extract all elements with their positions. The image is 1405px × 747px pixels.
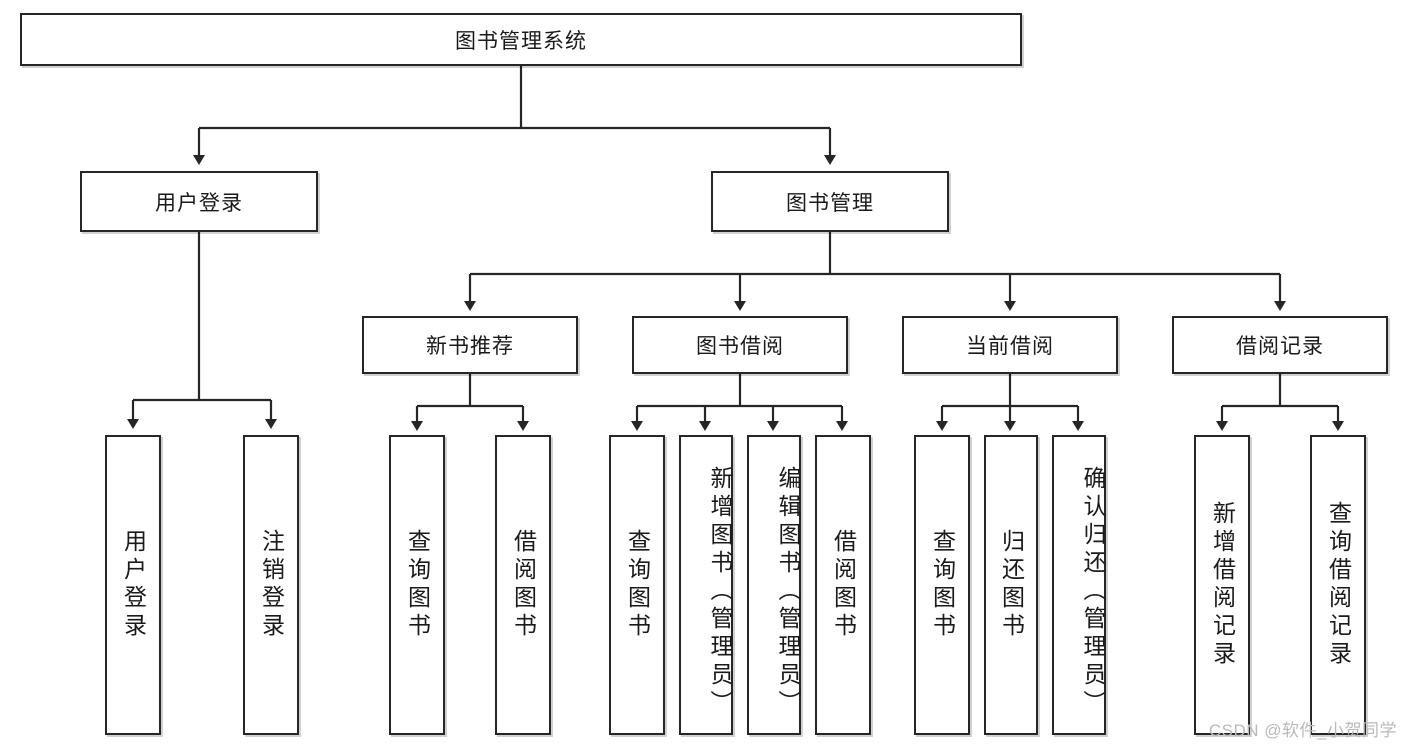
leaf-recommend-borrow-book[interactable]: 借阅图书 bbox=[495, 435, 551, 735]
node-label: 当前借阅 bbox=[966, 335, 1054, 358]
leaf-current-return-book[interactable]: 归还图书 bbox=[984, 435, 1038, 735]
node-label: 编辑图书（管理员） bbox=[775, 466, 801, 718]
node-label: 图书管理系统 bbox=[455, 29, 587, 53]
node-label: 查询图书 bbox=[404, 529, 431, 641]
node-label: 借阅图书 bbox=[510, 529, 537, 641]
node-label: 查询图书 bbox=[929, 529, 956, 641]
leaf-user-login-login[interactable]: 用户登录 bbox=[105, 435, 161, 735]
node-label: 新书推荐 bbox=[426, 335, 514, 358]
node-book-borrow[interactable]: 图书借阅 bbox=[632, 316, 848, 374]
node-new-book-recommend[interactable]: 新书推荐 bbox=[362, 316, 578, 374]
node-label: 新增图书（管理员） bbox=[707, 466, 733, 718]
leaf-borrow-borrow-book[interactable]: 借阅图书 bbox=[815, 435, 871, 735]
node-root-book-management-system[interactable]: 图书管理系统 bbox=[20, 13, 1022, 66]
leaf-borrow-query-book[interactable]: 查询图书 bbox=[609, 435, 665, 735]
node-book-management[interactable]: 图书管理 bbox=[711, 171, 949, 232]
leaf-record-add-borrow-record[interactable]: 新增借阅记录 bbox=[1194, 435, 1250, 735]
leaf-current-query-book[interactable]: 查询图书 bbox=[914, 435, 970, 735]
leaf-user-login-logout[interactable]: 注销登录 bbox=[243, 435, 299, 735]
node-label: 新增借阅记录 bbox=[1209, 501, 1236, 669]
node-current-borrow[interactable]: 当前借阅 bbox=[902, 316, 1118, 374]
node-label: 用户登录 bbox=[120, 529, 147, 641]
node-user-login[interactable]: 用户登录 bbox=[80, 171, 318, 232]
leaf-borrow-edit-book-admin[interactable]: 编辑图书（管理员） bbox=[747, 435, 801, 735]
node-label: 注销登录 bbox=[258, 529, 285, 641]
node-label: 图书管理 bbox=[786, 191, 874, 215]
node-label: 查询图书 bbox=[624, 529, 651, 641]
leaf-borrow-add-book-admin[interactable]: 新增图书（管理员） bbox=[679, 435, 733, 735]
node-label: 归还图书 bbox=[998, 529, 1025, 641]
node-label: 查询借阅记录 bbox=[1325, 501, 1352, 669]
leaf-current-confirm-return-admin[interactable]: 确认归还（管理员） bbox=[1052, 435, 1106, 735]
node-label: 用户登录 bbox=[155, 191, 243, 215]
leaf-record-query-borrow-record[interactable]: 查询借阅记录 bbox=[1310, 435, 1366, 735]
node-borrow-record[interactable]: 借阅记录 bbox=[1172, 316, 1388, 374]
node-label: 确认归还（管理员） bbox=[1080, 466, 1106, 718]
node-label: 借阅图书 bbox=[830, 529, 857, 641]
node-label: 借阅记录 bbox=[1236, 335, 1324, 358]
node-label: 图书借阅 bbox=[696, 335, 784, 358]
leaf-recommend-query-book[interactable]: 查询图书 bbox=[389, 435, 445, 735]
